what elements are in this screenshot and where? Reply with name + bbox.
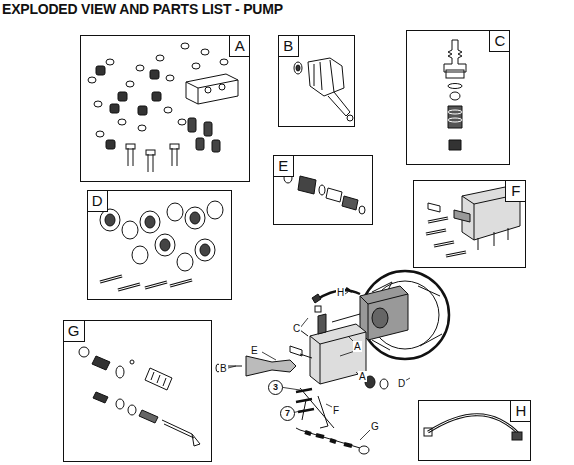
callout-letter: E <box>250 345 259 356</box>
callout-letter: D <box>397 378 406 389</box>
callout-letter: H <box>336 287 345 298</box>
kit-frame: D <box>87 190 232 300</box>
callout-number: 3 <box>273 382 278 392</box>
kit-b-piston <box>294 58 353 121</box>
kit-letter: F <box>505 180 526 202</box>
kit-letter: G <box>63 320 85 342</box>
kit-letter: C <box>489 30 510 52</box>
kit-a-parts <box>88 43 238 172</box>
kit-e-valve <box>284 173 365 214</box>
callout-circle: 7 <box>280 406 295 421</box>
kit-d-seals <box>100 201 223 290</box>
kit-c-fitting <box>444 40 466 150</box>
callout-letter: A <box>358 371 367 382</box>
kit-frame: F <box>413 180 526 268</box>
kit-frame: B <box>278 35 355 127</box>
kit-letter: H <box>510 400 531 422</box>
callout-number: 7 <box>285 408 290 418</box>
callout-letter: B <box>219 363 228 374</box>
kit-letter: E <box>273 155 294 177</box>
kit-g-unloader <box>79 347 200 446</box>
kit-frame: A <box>80 35 250 182</box>
pump-assembly <box>216 271 449 454</box>
kit-letter: B <box>278 35 299 57</box>
kit-letter: A <box>229 35 250 57</box>
kit-frame: G <box>63 320 212 462</box>
kit-letter: D <box>87 190 108 212</box>
kit-frame: H <box>418 400 531 461</box>
callout-letter: A <box>353 341 362 352</box>
page-title: EXPLODED VIEW AND PARTS LIST - PUMP <box>2 1 283 17</box>
callout-letter: C <box>292 323 301 334</box>
callout-letter: G <box>370 421 380 432</box>
callout-letter: F <box>332 405 340 416</box>
leader-lines <box>228 292 410 440</box>
kit-frame: C <box>406 30 510 165</box>
kit-h-hose <box>424 415 522 440</box>
kit-frame: E <box>273 155 373 225</box>
callout-circle: 3 <box>268 380 283 395</box>
